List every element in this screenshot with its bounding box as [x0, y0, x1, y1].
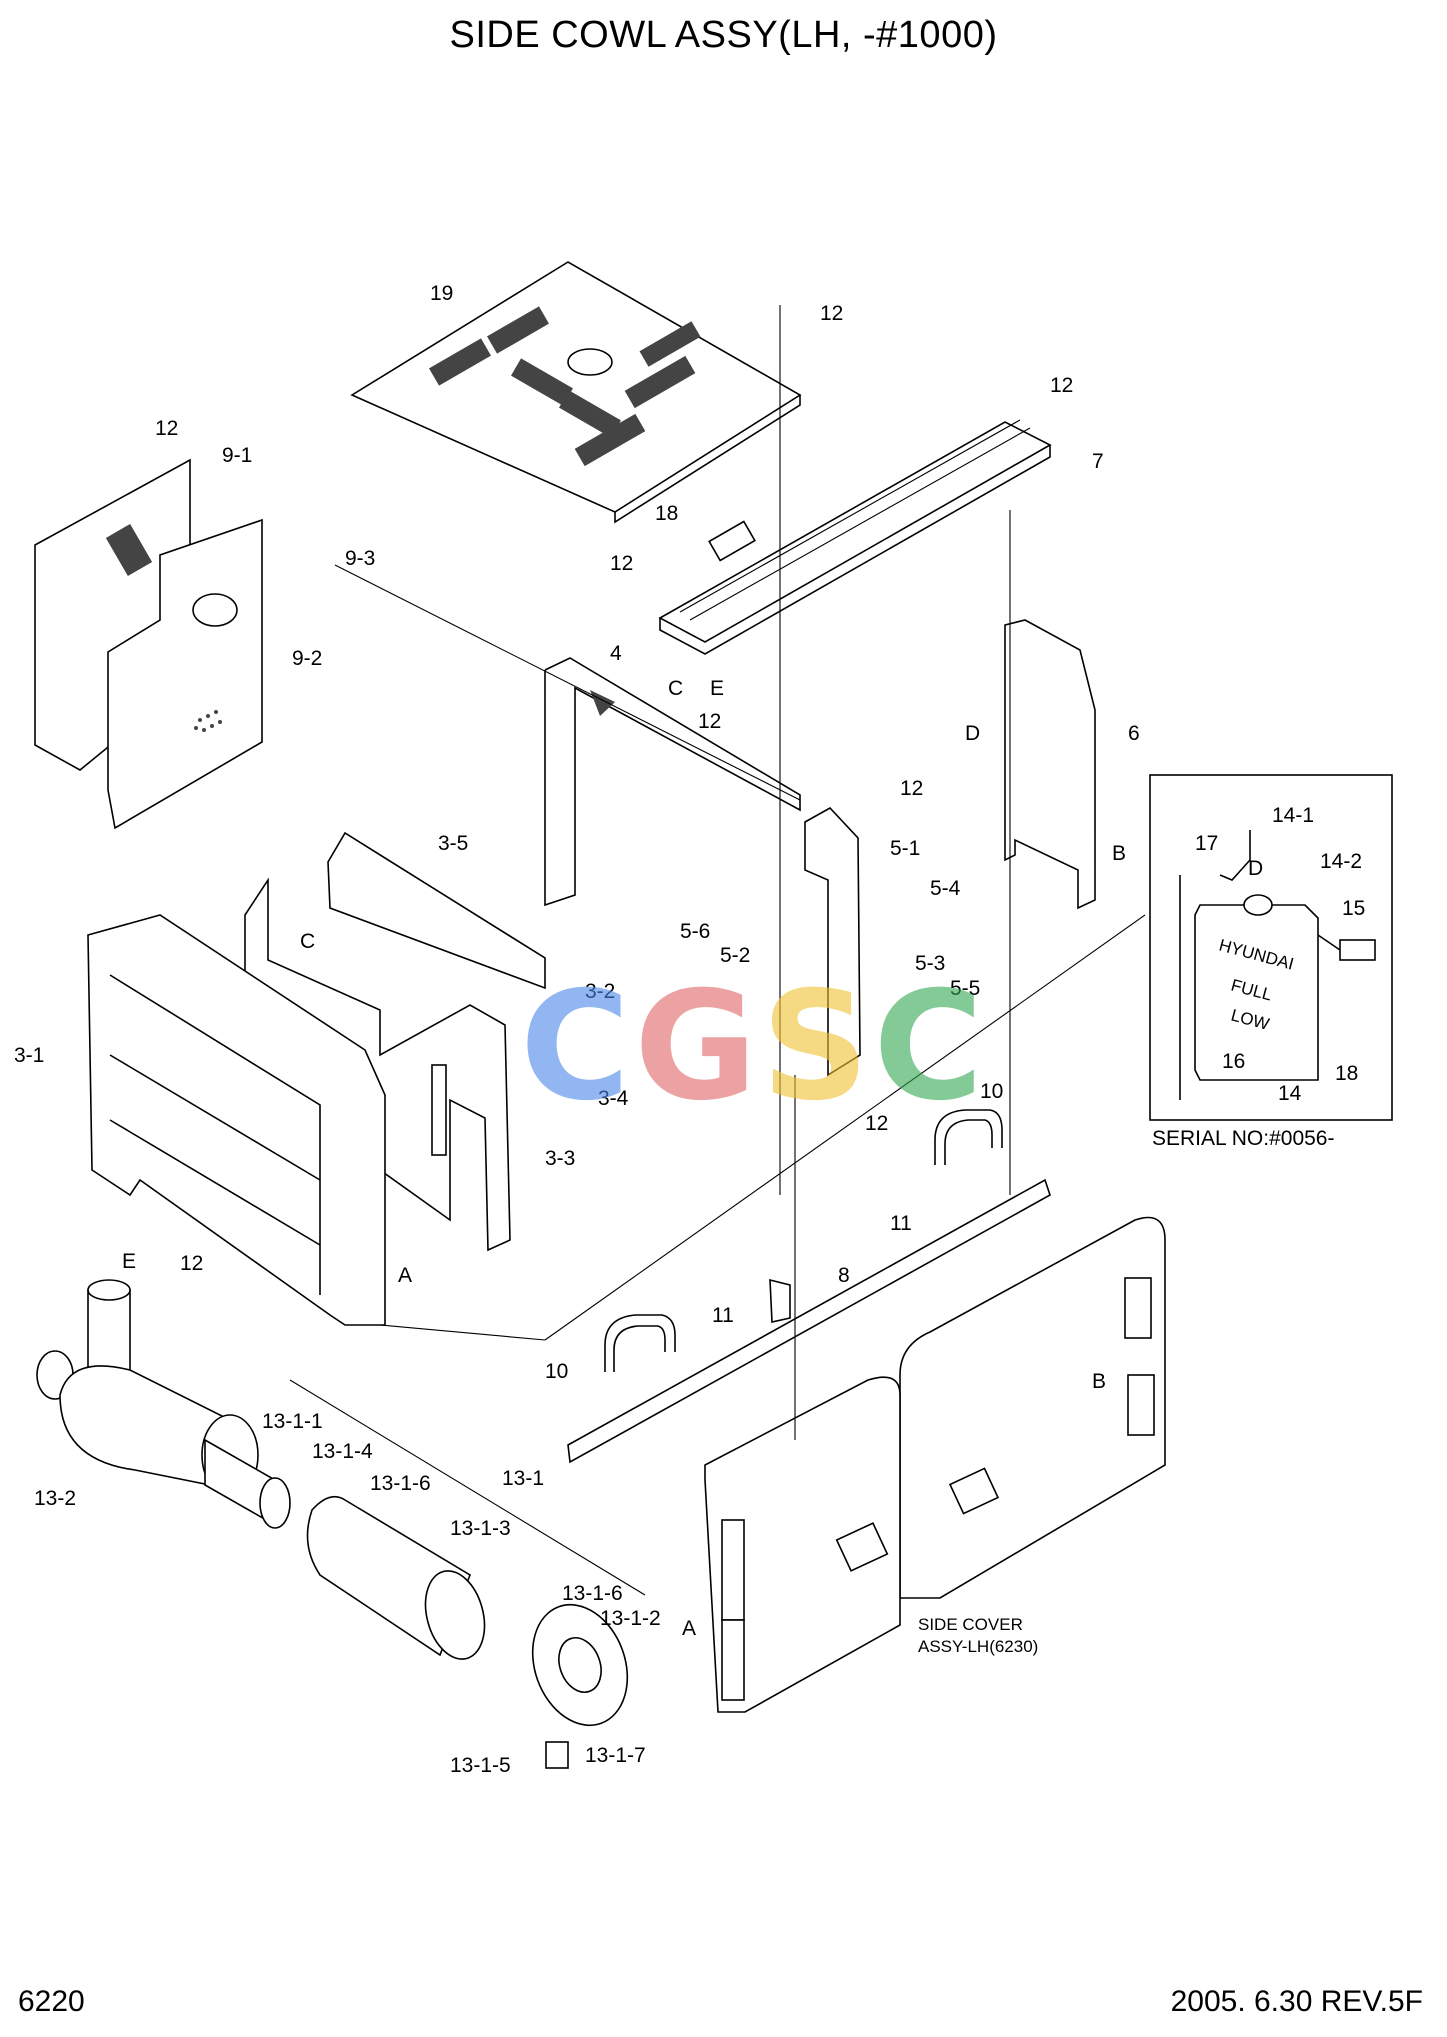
inset-serial-note: SERIAL NO:#0056- — [1152, 1127, 1334, 1150]
callout-14-2: 14-2 — [1320, 850, 1362, 873]
callout-16: 16 — [1222, 1050, 1245, 1073]
callout-13-1-5: 13-1-5 — [450, 1754, 511, 1777]
callout-11-lower: 11 — [712, 1304, 734, 1327]
callout-12-main-bottom: 12 — [180, 1252, 203, 1275]
callout-9-1: 9-1 — [222, 444, 252, 467]
callout-5-3: 5-3 — [915, 952, 945, 975]
callout-3-3: 3-3 — [545, 1147, 575, 1170]
callout-12-bracket: 12 — [1050, 374, 1073, 397]
inset-box — [1149, 774, 1393, 1121]
watermark-letter-3: S — [761, 960, 874, 1134]
callout-5-5: 5-5 — [950, 977, 980, 1000]
callout-15: 15 — [1342, 897, 1365, 920]
side-cover-note-line-1: SIDE COVER — [918, 1615, 1023, 1634]
callout-b-cover: B — [1092, 1370, 1106, 1393]
main-frame-3-1 — [87, 914, 386, 1326]
side-cover-note-line-2: ASSY-LH(6230) — [918, 1637, 1038, 1656]
callout-19: 19 — [430, 282, 453, 305]
callout-11-upper: 11 — [890, 1212, 912, 1235]
callout-13-1-7: 13-1-7 — [585, 1744, 646, 1767]
callout-3-5: 3-5 — [438, 832, 468, 855]
callout-18-inset: 18 — [1335, 1062, 1358, 1085]
callout-12-stay: 12 — [865, 1112, 888, 1135]
tank-full: FULL — [1229, 976, 1274, 1005]
callout-14-1: 14-1 — [1272, 804, 1314, 827]
tank-brand: HYUNDAI — [1217, 936, 1296, 974]
watermark-letter-4: C — [873, 960, 988, 1134]
callout-3-2: 3-2 — [585, 980, 615, 1003]
callout-4: 4 — [610, 642, 622, 665]
cover-13-1-2 — [531, 1603, 629, 1769]
callout-c-main: C — [300, 930, 315, 953]
callout-10-upper: 10 — [980, 1080, 1003, 1103]
callout-12-top: 12 — [820, 302, 843, 325]
watermark-letter-2: G — [634, 960, 762, 1134]
callout-13-1-4: 13-1-4 — [312, 1440, 373, 1463]
watermark-letter-1: C — [520, 960, 635, 1134]
callout-12-bracket-6: 12 — [900, 777, 923, 800]
callout-9-3: 9-3 — [345, 547, 375, 570]
callout-a-cover: A — [682, 1617, 696, 1640]
callout-d: D — [965, 722, 980, 745]
callout-5-2: 5-2 — [720, 944, 750, 967]
callout-5-6: 5-6 — [680, 920, 710, 943]
callout-d-inset: D — [1248, 857, 1263, 880]
callout-c-top: C — [668, 677, 683, 700]
callout-3-4: 3-4 — [598, 1087, 629, 1110]
revision-date: 2005. 6.30 REV.5F — [1170, 1985, 1423, 2018]
callout-13-1-6-upper: 13-1-6 — [370, 1472, 431, 1495]
page-title: SIDE COWL ASSY(LH, -#1000) — [449, 14, 998, 56]
callout-3-1: 3-1 — [14, 1044, 44, 1067]
plate-9-2 — [107, 518, 263, 830]
callout-14: 14 — [1278, 1082, 1302, 1105]
callout-e-top: E — [710, 677, 724, 700]
callout-13-1-1: 13-1-1 — [262, 1410, 323, 1433]
bracket-6 — [1004, 619, 1096, 910]
top-grille-panel — [350, 261, 802, 524]
callout-13-2: 13-2 — [34, 1487, 76, 1510]
callout-12-frame: 12 — [698, 710, 721, 733]
callout-7: 7 — [1092, 450, 1104, 473]
callout-13-1: 13-1 — [502, 1467, 544, 1490]
callout-12-panel: 12 — [155, 417, 178, 440]
callout-a-main: A — [398, 1264, 412, 1287]
callout-12-left-bracket: 12 — [610, 552, 633, 575]
callout-17: 17 — [1195, 832, 1218, 855]
callout-9-2: 9-2 — [292, 647, 322, 670]
callout-5-4: 5-4 — [930, 877, 961, 900]
element-13-1-4 — [204, 1438, 291, 1529]
callout-b-bracket: B — [1112, 842, 1126, 865]
callout-13-1-3: 13-1-3 — [450, 1517, 511, 1540]
callout-18: 18 — [655, 502, 678, 525]
callout-e-air: E — [122, 1250, 136, 1273]
callout-5-1: 5-1 — [890, 837, 920, 860]
tank-low: LOW — [1229, 1006, 1271, 1034]
callout-10-lower: 10 — [545, 1360, 568, 1383]
page-number: 6220 — [18, 1985, 85, 2018]
callout-8: 8 — [838, 1264, 850, 1287]
watermark: CGSC — [520, 960, 987, 1134]
side-cover-left — [704, 1376, 901, 1713]
callout-13-1-2: 13-1-2 — [600, 1607, 661, 1630]
bracket-3-3 — [244, 877, 511, 1252]
callout-13-1-6-lower: 13-1-6 — [562, 1582, 623, 1605]
callout-6: 6 — [1128, 722, 1140, 745]
